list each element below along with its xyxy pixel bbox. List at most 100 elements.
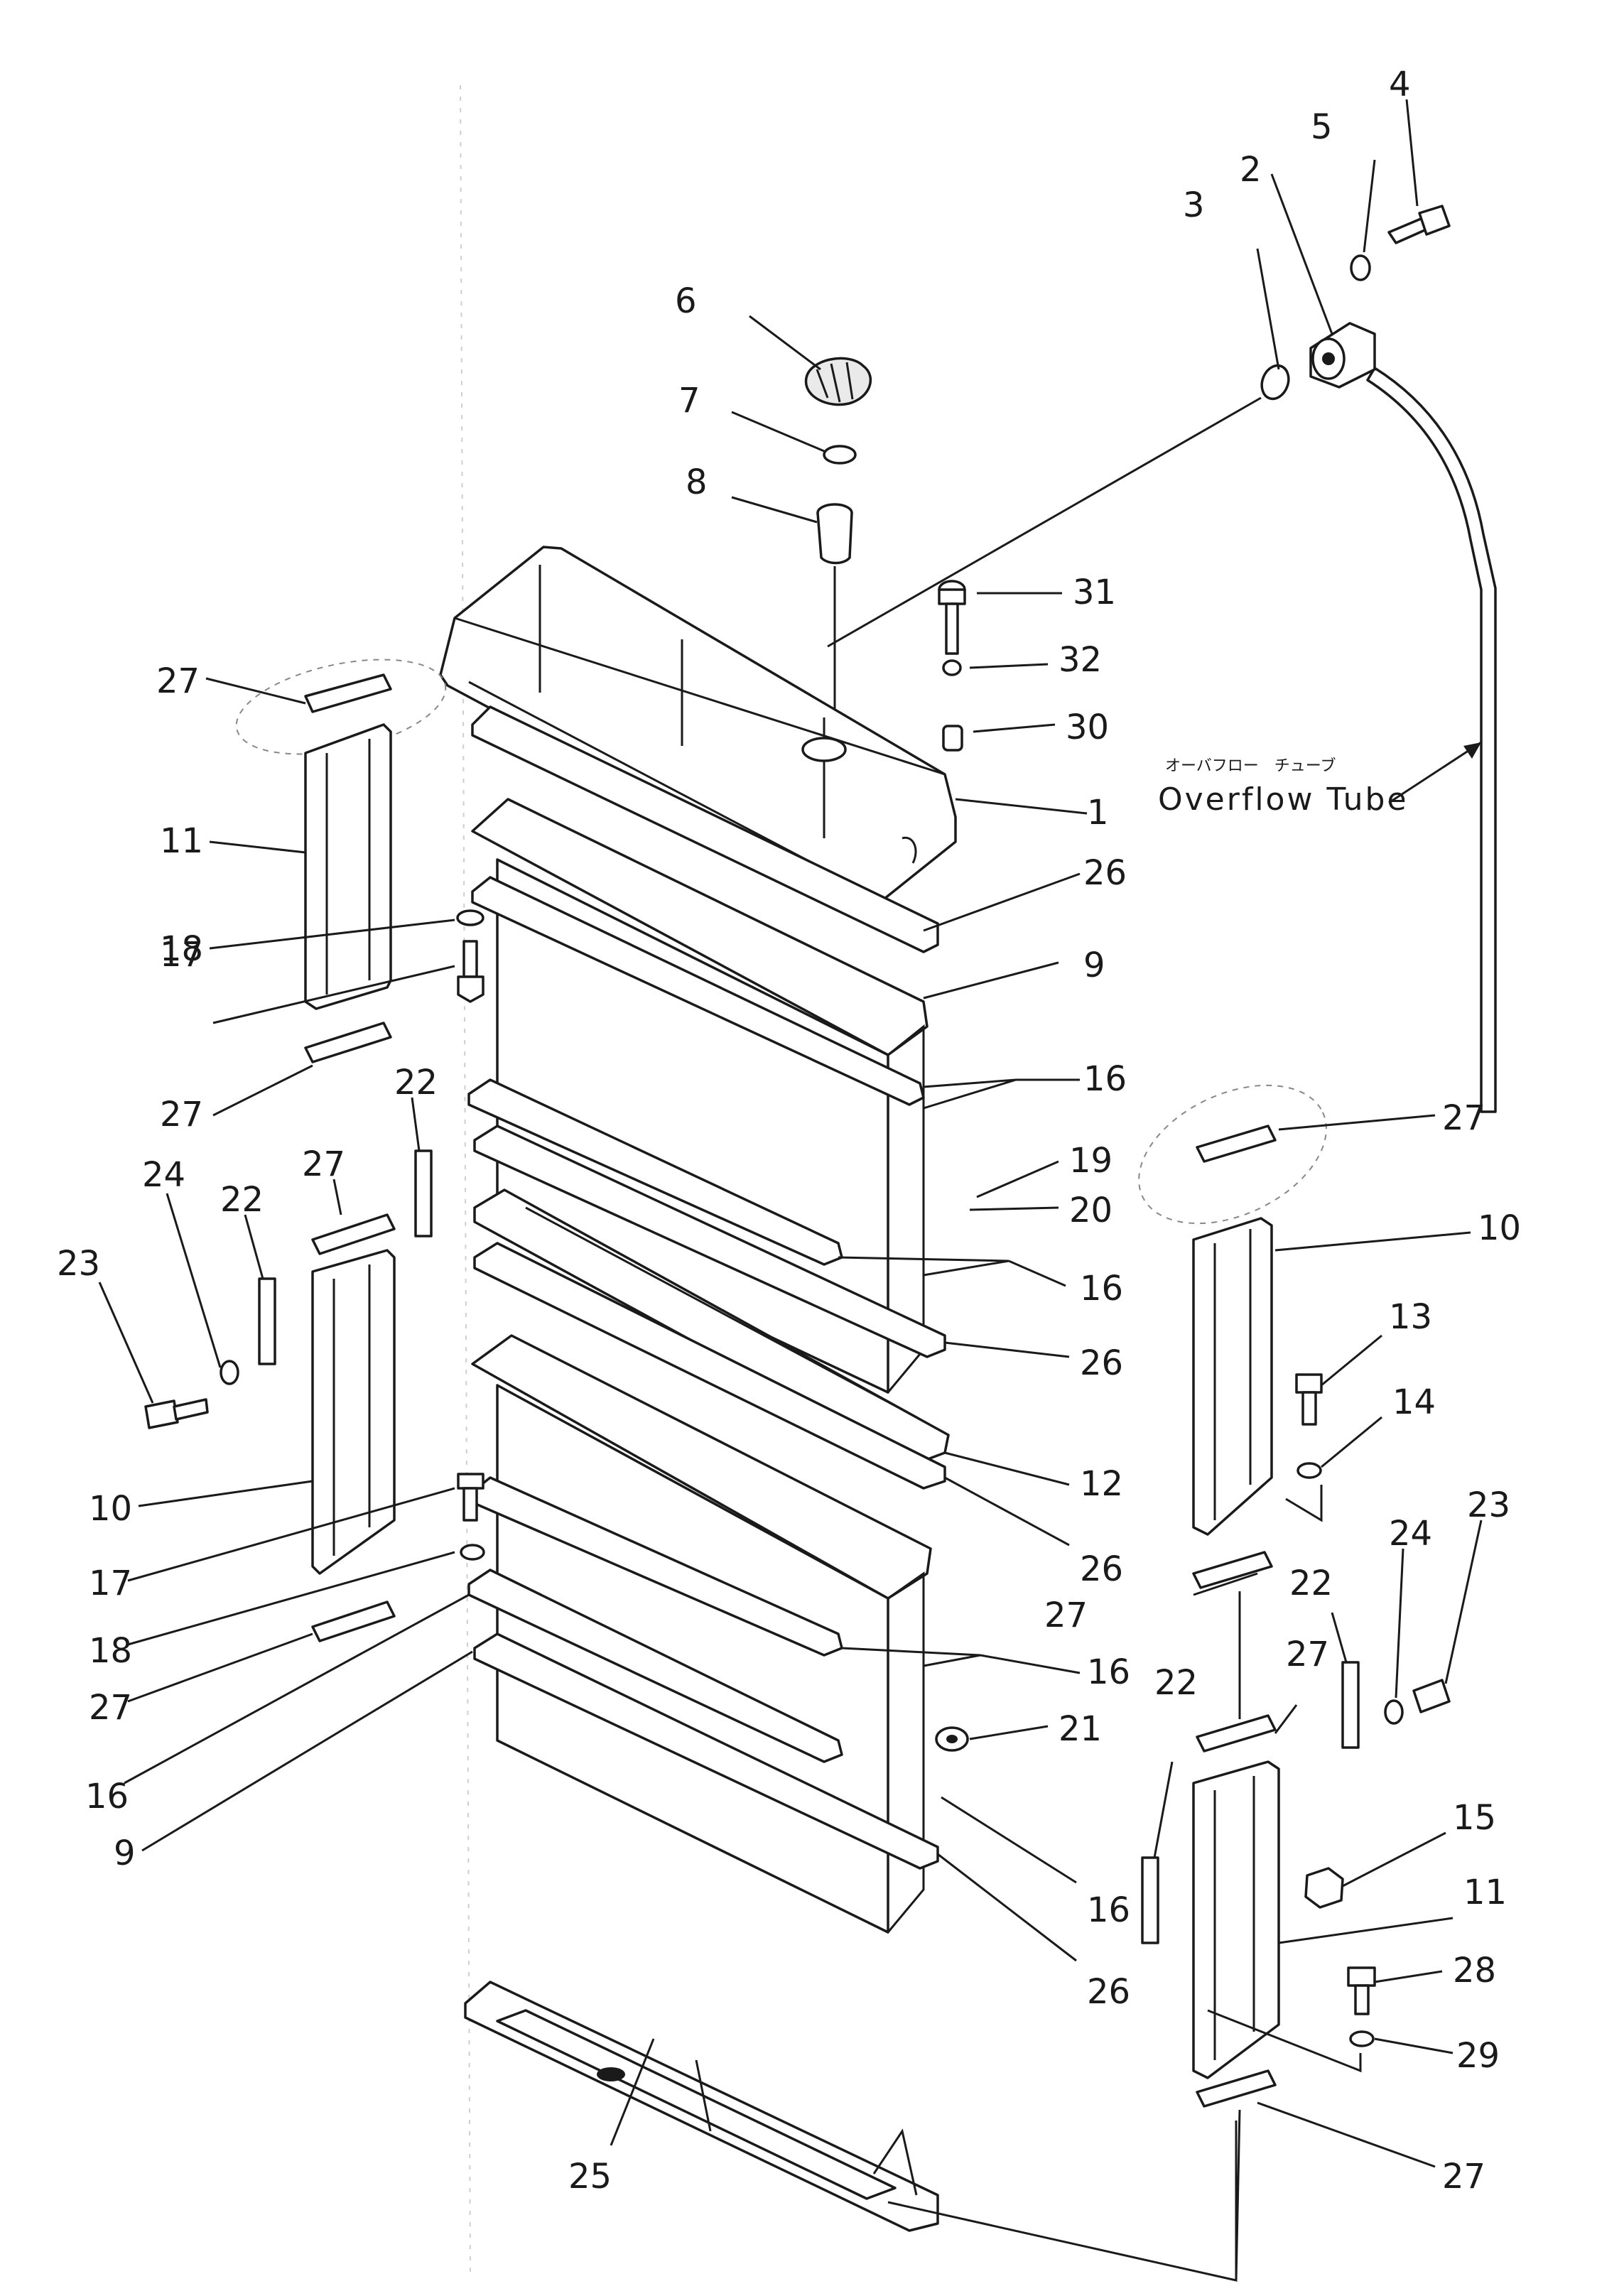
callout-27-g: 27 (1286, 1635, 1329, 1674)
callout-30: 30 (1066, 708, 1109, 747)
bolt-part-4 (1387, 205, 1451, 244)
callout-29: 29 (1456, 2036, 1500, 2076)
callout-23-a: 23 (57, 1244, 100, 1284)
washer-part-18-b (460, 1544, 485, 1561)
pad-part-27-h (1196, 2069, 1277, 2108)
pad-part-27-c (311, 1213, 396, 1255)
filler-neck-part-2 (1309, 322, 1376, 389)
callout-22-a: 22 (394, 1063, 438, 1103)
callout-7: 7 (678, 381, 700, 421)
callout-17-b: 17 (89, 1564, 132, 1603)
gasket-part-26-upper (473, 1125, 946, 1358)
callout-11-left: 11 (160, 821, 203, 861)
bolt-part-23-a (144, 1398, 209, 1429)
callout-12: 12 (1080, 1464, 1123, 1504)
upper-core-part-9 (471, 798, 929, 1394)
leader-lines (98, 99, 1483, 2168)
side-support-part-11-left (304, 723, 392, 1010)
callout-9-lower: 9 (114, 1834, 136, 1873)
callout-26-c: 26 (1080, 1549, 1123, 1589)
bolt-part-28 (1347, 1966, 1376, 2015)
side-support-part-10-left (311, 1249, 396, 1575)
washer-part-24-a (220, 1360, 239, 1385)
callout-20: 20 (1069, 1191, 1113, 1230)
radiator-cap-part-6 (804, 357, 872, 406)
callout-17-a: 17 (160, 935, 203, 975)
spacer-part-30 (942, 725, 963, 752)
callout-22-c: 22 (1289, 1564, 1333, 1603)
overflow-tube (1366, 367, 1497, 1113)
strap-part-22-c (1341, 1661, 1360, 1749)
callout-13: 13 (1389, 1297, 1432, 1337)
strap-part-22-d (1141, 1856, 1159, 1944)
callout-15: 15 (1453, 1798, 1496, 1838)
gasket-part-26-mid (473, 1242, 946, 1490)
washer-part-5 (1350, 254, 1371, 281)
pad-part-27-f (1192, 1551, 1273, 1589)
pad-part-27-b (304, 1022, 392, 1063)
filler-neck-part-8 (816, 503, 853, 725)
callout-11-right: 11 (1463, 1873, 1507, 1912)
callout-27-c: 27 (302, 1144, 345, 1184)
callout-22-d: 22 (1154, 1663, 1198, 1703)
callout-28: 28 (1453, 1951, 1496, 1991)
side-support-part-11-right (1192, 1760, 1280, 2079)
callout-24-a: 24 (142, 1155, 185, 1195)
callout-6: 6 (675, 281, 697, 321)
right-connector-lines (1207, 1485, 1362, 2073)
gasket-part-7 (823, 445, 857, 465)
overflow-tube-label: Overflow Tube (1158, 781, 1409, 818)
callout-10-right: 10 (1478, 1208, 1521, 1248)
callout-24-b: 24 (1389, 1514, 1432, 1554)
callout-labels: 1 2 3 4 5 6 7 8 9 9 10 10 11 11 12 13 14… (57, 65, 1521, 2197)
callout-3: 3 (1183, 185, 1205, 225)
dashed-highlight-right (1138, 1084, 1327, 1225)
callout-21: 21 (1059, 1709, 1102, 1749)
nut-part-21 (935, 1726, 969, 1752)
callout-27-f: 27 (1044, 1596, 1088, 1635)
pad-part-27-a (304, 673, 392, 713)
callout-14: 14 (1392, 1382, 1436, 1422)
strap-part-22-a (414, 1149, 433, 1237)
washer-part-24-b (1384, 1699, 1404, 1725)
callout-18-b: 18 (89, 1631, 132, 1671)
callout-16-a: 16 (1083, 1059, 1127, 1099)
callout-2: 2 (1240, 150, 1262, 190)
callout-1: 1 (1087, 793, 1109, 833)
bottom-connector-lines (887, 2109, 1241, 2282)
bolt-part-13 (1295, 1373, 1323, 1426)
bolt-part-17-a (457, 940, 485, 1003)
callout-25: 25 (568, 2157, 612, 2197)
callout-16-b: 16 (1080, 1269, 1123, 1309)
washer-part-18-a (456, 909, 485, 926)
callout-22-b: 22 (220, 1180, 264, 1220)
gasket-part-26-bottom (473, 1632, 939, 1870)
callout-27-d: 27 (89, 1688, 132, 1728)
side-plate-part-16-top (471, 876, 925, 1106)
strap-part-22-b (258, 1277, 276, 1365)
o-ring-part-3 (1260, 364, 1290, 401)
callout-26-a: 26 (1083, 853, 1127, 893)
callout-10-left: 10 (89, 1489, 132, 1529)
callout-26-b: 26 (1080, 1343, 1123, 1383)
callout-18-first: 18 (160, 929, 203, 969)
callout-23-b: 23 (1467, 1485, 1510, 1525)
callout-27-e: 27 (1442, 1098, 1485, 1138)
callout-26-d: 26 (1087, 1972, 1130, 2012)
callout-16-c: 16 (1087, 1652, 1130, 1692)
lower-tank-part-25 (464, 1981, 939, 2232)
nut-part-15 (1304, 1867, 1344, 1909)
callout-16-d: 16 (1087, 1890, 1130, 1930)
callout-16-e: 16 (85, 1777, 129, 1816)
callout-27-a: 27 (156, 661, 200, 701)
dashed-highlight-left (235, 659, 447, 755)
callout-27-h: 27 (1442, 2157, 1485, 2197)
callout-32: 32 (1059, 640, 1102, 680)
side-support-part-10-right (1192, 1217, 1273, 1536)
bolt-part-31 (938, 580, 966, 655)
bolt-part-23-b (1412, 1679, 1451, 1713)
callout-5: 5 (1311, 107, 1333, 147)
pad-part-27-d (311, 1601, 396, 1642)
washer-part-14 (1297, 1462, 1322, 1479)
